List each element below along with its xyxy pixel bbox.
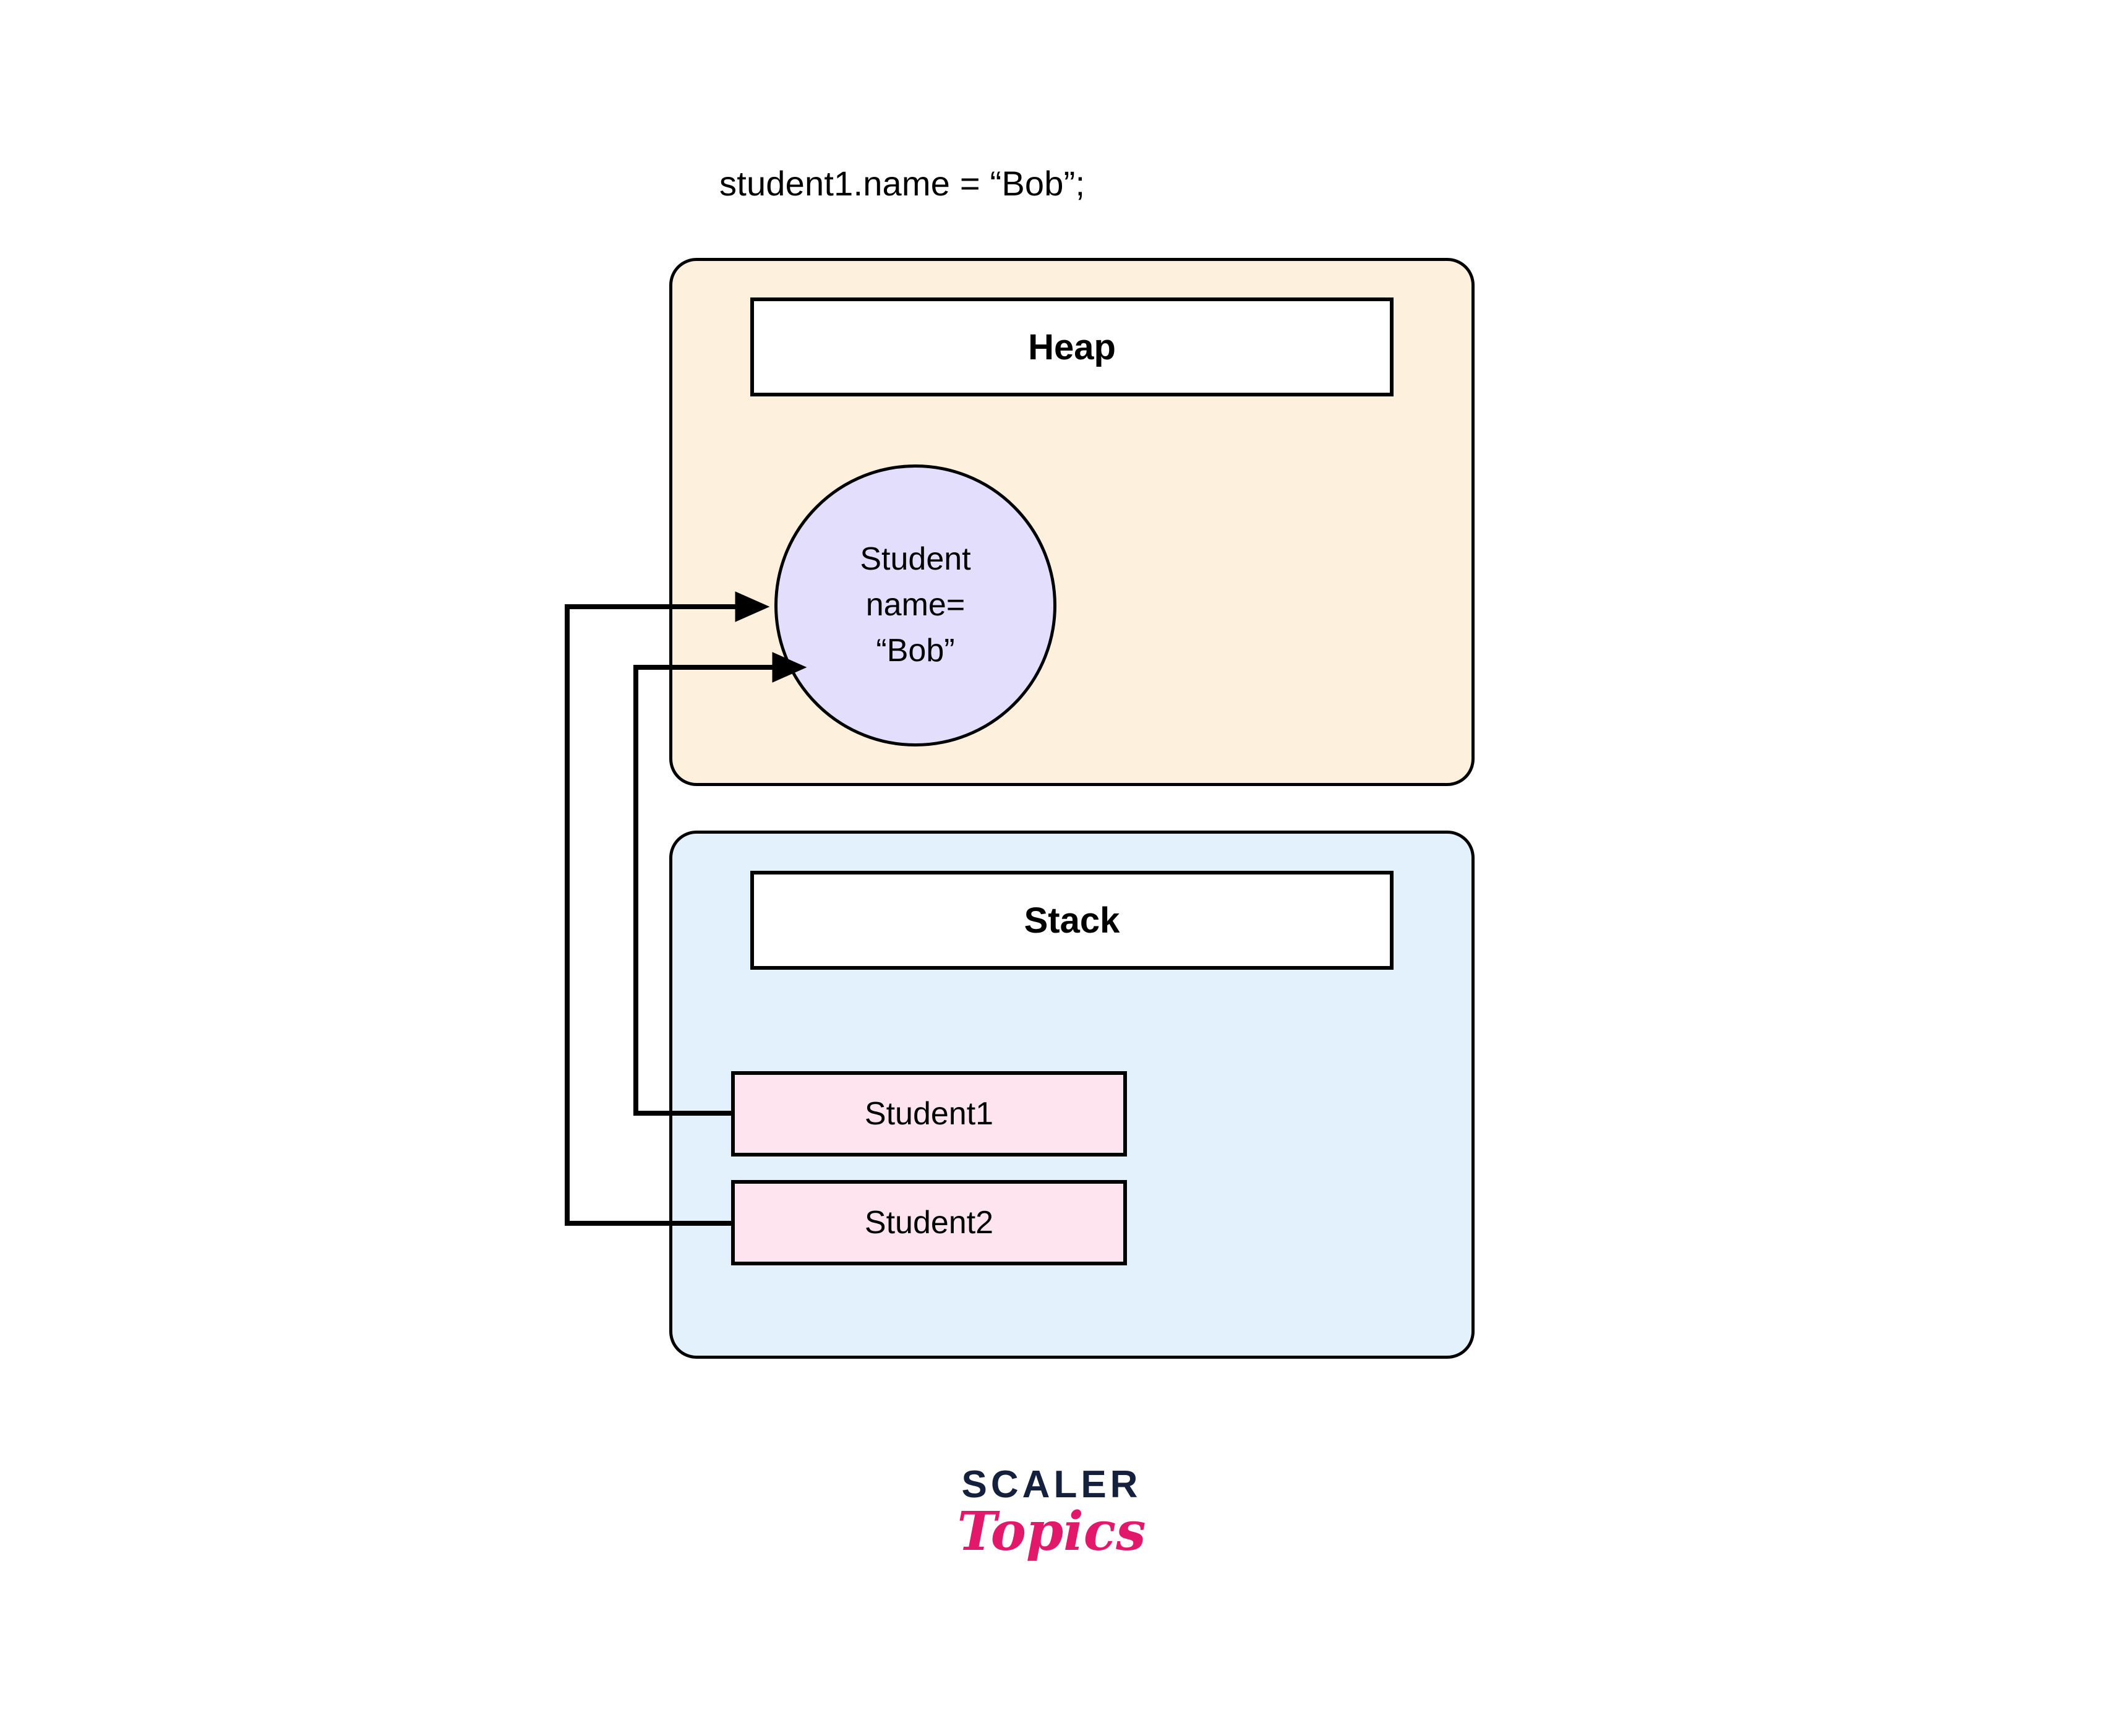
heap-object-field: name= xyxy=(865,587,966,623)
heap-region-title: Heap xyxy=(750,297,1394,396)
brand-primary-text: SCALER xyxy=(961,1463,1142,1506)
brand-secondary-text: Topics xyxy=(957,1500,1146,1563)
stack-region-title: Stack xyxy=(750,871,1394,970)
brand-logo: SCALER Topics xyxy=(946,1466,1157,1559)
heap-student-object: Student name= “Bob” xyxy=(774,464,1056,746)
code-caption: student1.name = “Bob”; xyxy=(719,164,1086,203)
heap-object-type: Student xyxy=(860,541,971,578)
stack-slot-student1: Student1 xyxy=(731,1071,1127,1157)
stack-slot-student2: Student2 xyxy=(731,1180,1127,1265)
heap-object-value: “Bob” xyxy=(876,632,955,669)
